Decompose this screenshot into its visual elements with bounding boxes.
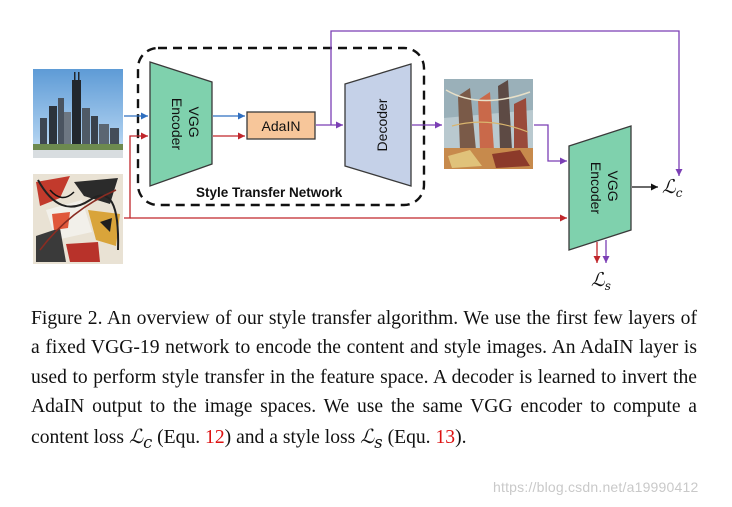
style-transfer-diagram: VGG Encoder AdaIN Decoder Style Transfer…	[33, 30, 683, 293]
style-image	[33, 174, 123, 264]
caption-line-6c: ) and a style loss	[224, 426, 361, 448]
decoder-block: Decoder	[344, 63, 412, 187]
style-loss-sub: s	[605, 279, 611, 293]
style-loss-label: ℒs	[591, 269, 611, 293]
vgg-encoder-left-label: VGG Encoder	[169, 98, 202, 150]
vgg-label-line1: VGG	[186, 106, 202, 137]
adain-label: AdaIN	[262, 118, 301, 134]
caption-loss-c: ℒc	[128, 424, 152, 452]
network-label: Style Transfer Network	[196, 185, 343, 200]
caption-loss-s-symbol: ℒ	[360, 424, 375, 448]
caption-line-6b: (Equ.	[152, 426, 206, 448]
figure-caption: Figure 2. An overview of our style trans…	[31, 304, 697, 457]
arrow-output-to-right-encoder	[534, 124, 567, 165]
network-boundary	[136, 46, 426, 207]
caption-loss-s-sub: s	[374, 432, 383, 452]
caption-loss-s: ℒs	[360, 424, 383, 452]
output-image	[444, 79, 533, 169]
vgg-label-line2: Encoder	[169, 98, 185, 150]
caption-line-3: and style images. An AdaIN layer is used…	[31, 337, 698, 388]
caption-line-2: first few layers of a fixed VGG-19 netwo…	[31, 308, 697, 359]
vgg-right-label-line2: Encoder	[588, 162, 604, 214]
caption-loss-c-sub: c	[143, 432, 153, 452]
arrow-style-to-encoder	[124, 132, 148, 219]
vgg-right-label-line1: VGG	[605, 170, 621, 201]
equation-ref-13[interactable]: 13	[435, 426, 456, 448]
caption-loss-c-symbol: ℒ	[128, 424, 144, 448]
content-image	[33, 69, 123, 158]
vgg-encoder-left: VGG Encoder	[149, 61, 213, 187]
content-loss-sub: c	[676, 186, 683, 200]
equation-ref-12[interactable]: 12	[205, 426, 225, 448]
decoder-label: Decoder	[374, 98, 390, 151]
watermark: https://blog.csdn.net/a19990412	[493, 479, 699, 495]
style-loss-symbol: ℒ	[591, 269, 606, 291]
caption-line-1: Figure 2. An overview of our style trans…	[31, 308, 551, 329]
adain-block: AdaIN	[246, 111, 316, 140]
caption-line-6d: (Equ.	[382, 426, 436, 448]
content-loss-symbol: ℒ	[662, 176, 677, 198]
caption-line-5: output to the image spaces. We use the s…	[92, 396, 606, 418]
content-loss-label: ℒc	[662, 176, 683, 200]
caption-line-6e: ).	[455, 426, 467, 448]
vgg-encoder-right-label: VGG Encoder	[588, 162, 621, 214]
arrow-adain-to-content-loss	[330, 30, 683, 176]
caption-line-6a: compute a content loss	[31, 396, 697, 448]
vgg-encoder-right: VGG Encoder	[568, 125, 632, 251]
caption-line-4: in the feature space. A decoder is learn…	[31, 366, 697, 418]
